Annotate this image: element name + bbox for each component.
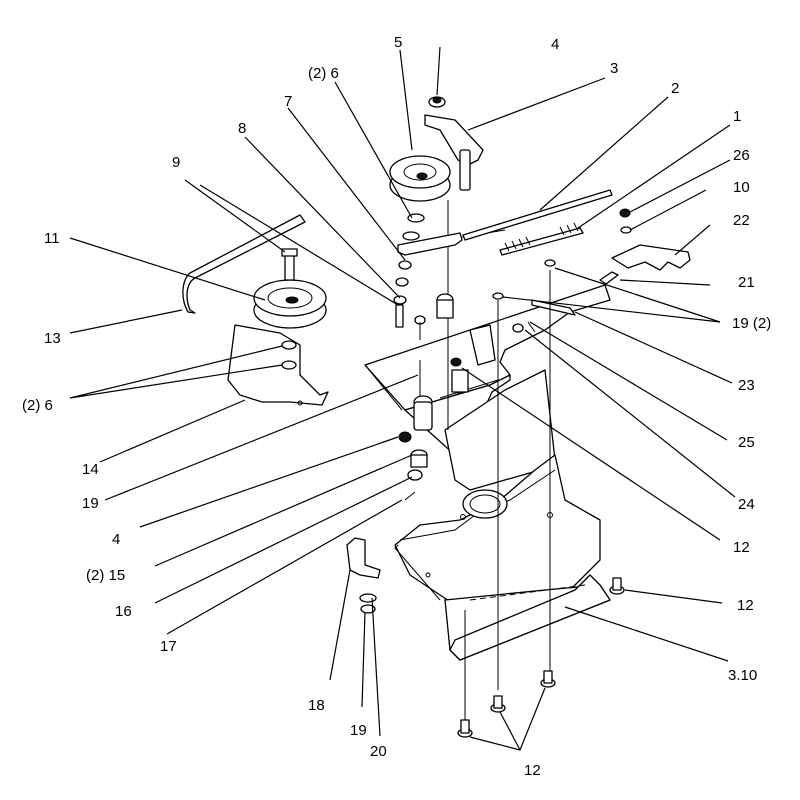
belt [182, 214, 306, 314]
callout-25: 25 [738, 434, 755, 451]
housing [394, 369, 611, 661]
callout-4-left: 4 [112, 531, 120, 548]
callout-13: 13 [44, 330, 61, 347]
callout-1: 1 [733, 108, 741, 125]
callout-2-15: (2) 15 [86, 567, 125, 584]
callout-21: 21 [738, 274, 755, 291]
callout-8: 8 [238, 120, 246, 137]
callout-22: 22 [733, 212, 750, 229]
left-pulley [253, 248, 327, 370]
callout-12-bottom: 12 [524, 762, 541, 779]
callout-19-left: 19 [82, 495, 99, 512]
spring-rod [462, 189, 613, 256]
leader-lines [69, 46, 736, 751]
callout-9: 9 [172, 154, 180, 171]
callout-7: 7 [284, 93, 292, 110]
callout-2-6-left: (2) 6 [22, 397, 53, 414]
callout-19-bottom: 19 [350, 722, 367, 739]
callout-2: 2 [671, 80, 679, 97]
callout-3-10: 3.10 [728, 667, 757, 684]
pulley-arm [424, 96, 484, 191]
callout-3: 3 [610, 60, 618, 77]
callout-18: 18 [308, 697, 325, 714]
callout-17: 17 [160, 638, 177, 655]
callout-labels: 5 4 3 (2) 6 2 7 1 8 26 9 10 22 11 21 19 … [22, 34, 771, 779]
callout-20: 20 [370, 743, 387, 760]
hardware [398, 259, 576, 722]
callout-16: 16 [115, 603, 132, 620]
bottom-bolts [457, 577, 625, 738]
callout-10: 10 [733, 179, 750, 196]
callout-14: 14 [82, 461, 99, 478]
callout-12-right-upper: 12 [733, 539, 750, 556]
callout-4-top: 4 [551, 36, 559, 53]
lower-clip [346, 537, 381, 614]
callout-24: 24 [738, 496, 755, 513]
callout-5: 5 [394, 34, 402, 51]
idler-bracket [227, 324, 329, 406]
callout-11: 11 [44, 230, 60, 247]
callout-12-right-lower: 12 [737, 597, 754, 614]
spacer-washers [393, 213, 425, 328]
callout-26: 26 [733, 147, 750, 164]
callout-19-2: 19 (2) [732, 315, 771, 332]
right-bracket [599, 208, 691, 285]
callout-2-6-top: (2) 6 [308, 65, 339, 82]
callout-23: 23 [738, 377, 755, 394]
